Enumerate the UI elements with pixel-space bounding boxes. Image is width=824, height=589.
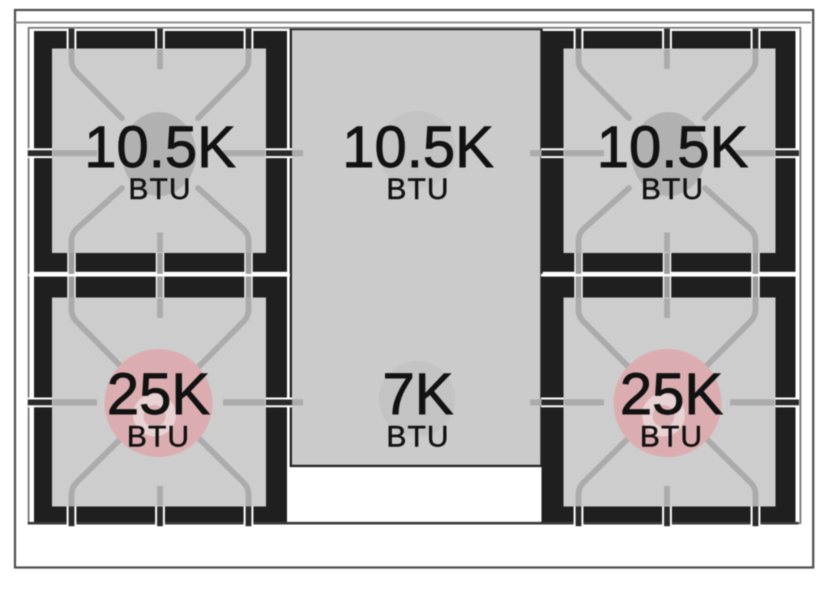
- svg-text:BTU: BTU: [386, 173, 449, 206]
- svg-text:BTU: BTU: [386, 421, 449, 454]
- svg-text:BTU: BTU: [640, 421, 703, 454]
- svg-text:BTU: BTU: [128, 173, 191, 206]
- svg-text:10.5K: 10.5K: [84, 115, 236, 180]
- svg-text:25K: 25K: [620, 362, 724, 427]
- svg-text:10.5K: 10.5K: [597, 115, 749, 180]
- svg-text:25K: 25K: [107, 362, 211, 427]
- svg-text:BTU: BTU: [641, 173, 704, 206]
- svg-text:7K: 7K: [383, 362, 454, 427]
- svg-text:10.5K: 10.5K: [342, 115, 494, 180]
- svg-text:BTU: BTU: [127, 421, 190, 454]
